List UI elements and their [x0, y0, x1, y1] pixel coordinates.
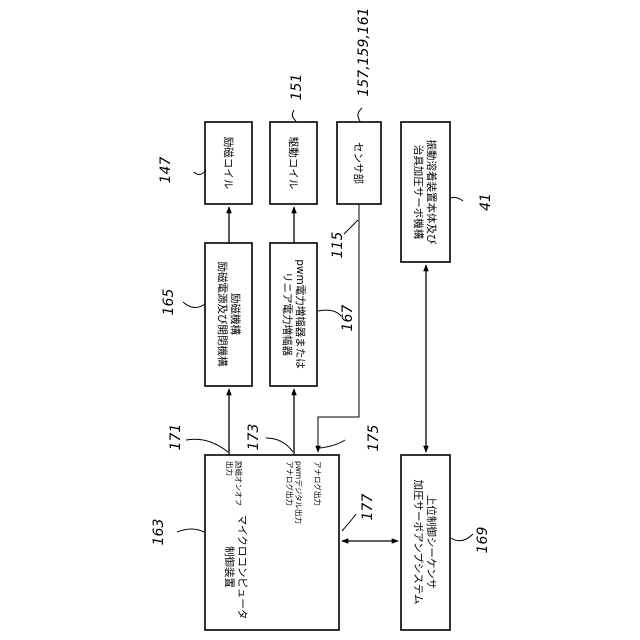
ref-175: 175: [366, 425, 382, 452]
sequencer-label-2: 加圧サーボアンプシステム: [412, 480, 424, 605]
micro-output-excitation-2: 出力: [225, 461, 235, 476]
ref-165: 165: [161, 289, 177, 316]
leader-169: [451, 534, 473, 541]
leader-147: [194, 170, 206, 175]
leader-157: [358, 108, 362, 121]
ref-173: 173: [246, 424, 262, 451]
drive-coil-label: 駆動コイル: [287, 137, 300, 190]
ref-163: 163: [151, 519, 167, 546]
leader-167: [318, 310, 341, 316]
sequencer-label-1: 上位制御シーケンサ: [425, 495, 438, 589]
micro-output-pwm-2: アナログ出力: [285, 461, 295, 506]
sensor-label: センサ部: [352, 142, 365, 184]
microcomputer-label-2: 制御装置: [223, 546, 236, 588]
ref-41: 41: [478, 193, 494, 211]
microcomputer-label-1: マイクロコンピュータ: [236, 515, 248, 620]
micro-output-analog: アナログ出力: [313, 461, 323, 506]
amplifier-label-1: pwm電力増幅器または: [294, 259, 307, 368]
ref-171: 171: [168, 424, 184, 451]
amplifier-label-2: リニア電力増幅器: [281, 272, 294, 356]
ref-115: 115: [330, 232, 346, 259]
vibration-device-label-1: 振動溶着装置本体及び: [425, 140, 438, 245]
ref-157-159-161: 157,159,161: [356, 7, 372, 96]
excitation-mechanism-label-2: 励磁電源及び開閉機構: [216, 262, 229, 367]
ref-167: 167: [340, 305, 356, 332]
vibration-device-label-2: 治具加圧サーボ機構: [412, 145, 425, 240]
leader-163: [177, 529, 204, 532]
ref-151: 151: [289, 74, 305, 101]
ref-169: 169: [475, 527, 491, 554]
leader-151: [292, 110, 296, 121]
excitation-mechanism-label-1: 励磁機構: [229, 293, 242, 335]
leader-177: [342, 514, 356, 531]
leader-165: [183, 302, 205, 308]
leader-41: [451, 197, 463, 201]
micro-output-excitation-1: 励磁オンオフ: [234, 461, 244, 506]
micro-output-pwm-1: pwmデジタル出力: [294, 461, 304, 524]
ref-147: 147: [158, 157, 174, 184]
leader-115: [344, 220, 358, 234]
leader-175: [320, 440, 345, 448]
leader-171: [186, 439, 228, 452]
leader-173: [266, 438, 293, 452]
excitation-coil-label: 励磁コイル: [222, 137, 235, 190]
ref-177: 177: [360, 494, 376, 521]
